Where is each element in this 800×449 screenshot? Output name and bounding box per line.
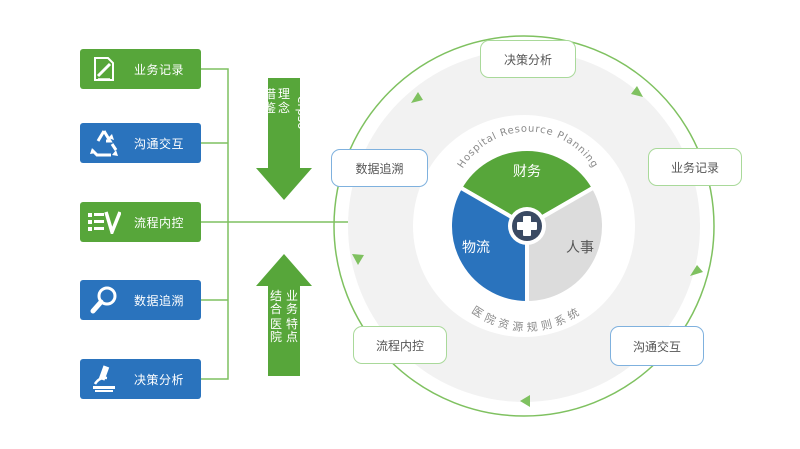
- module-label: 决策分析: [134, 372, 185, 387]
- segment-hr-label: 人事: [566, 240, 594, 256]
- recycle-icon: [80, 123, 128, 163]
- module-process-control[interactable]: 流程内控: [80, 202, 201, 242]
- segment-hr: [525, 184, 606, 306]
- microscope-icon: [80, 359, 128, 399]
- arrow-text-char: 院: [270, 330, 282, 344]
- module-label: 数据追溯: [134, 293, 185, 308]
- ring-node-label: 沟通交互: [632, 339, 681, 354]
- arrow-text-latin: erpso: [295, 96, 309, 130]
- ring-node-label: 数据追溯: [355, 161, 404, 176]
- ring-node-process[interactable]: 流程内控: [353, 326, 447, 364]
- module-label: 沟通交互: [134, 136, 185, 151]
- ring-node-decision[interactable]: 决策分析: [480, 40, 576, 78]
- document-pen-icon: [80, 49, 128, 89]
- arrow-text-char: 医: [270, 317, 282, 331]
- module-decision-analysis[interactable]: 决策分析: [80, 359, 201, 399]
- ring-node-label: 流程内控: [375, 338, 424, 353]
- arrow-text-char: 念: [278, 100, 290, 115]
- arrow-text-char: 理: [278, 87, 290, 101]
- ring-node-trace[interactable]: 数据追溯: [331, 149, 428, 187]
- arrow-text-char: 鉴: [264, 101, 276, 115]
- ring-node-label: 决策分析: [503, 52, 552, 67]
- arrow-text-char: 点: [286, 330, 298, 344]
- medical-cross-icon: [508, 207, 546, 245]
- arrow-text-char: 借: [264, 87, 276, 101]
- ring-node-label: 业务记录: [670, 160, 719, 175]
- segment-finance-label: 财务: [513, 164, 541, 180]
- module-business-record[interactable]: 业务记录: [80, 49, 201, 89]
- arrow-text-char: 特: [286, 316, 298, 331]
- segment-finance: [457, 147, 597, 229]
- flow-list-icon: [80, 202, 128, 242]
- arrow-text-char: 合: [270, 301, 282, 316]
- segment-logistics-label: 物流: [462, 240, 490, 256]
- module-communication[interactable]: 沟通交互: [80, 123, 201, 163]
- arrow-text-char: 务: [286, 301, 298, 316]
- arrow-text-char: 业: [286, 289, 298, 303]
- ring-node-business[interactable]: 业务记录: [648, 148, 742, 186]
- module-label: 业务记录: [134, 62, 185, 77]
- ring-node-communication[interactable]: 沟通交互: [610, 326, 704, 366]
- arrow-text-char: 结: [270, 289, 282, 303]
- module-data-trace[interactable]: 数据追溯: [80, 280, 201, 320]
- module-label: 流程内控: [134, 215, 185, 230]
- segment-logistics: [448, 184, 529, 306]
- magnifier-icon: [80, 280, 128, 320]
